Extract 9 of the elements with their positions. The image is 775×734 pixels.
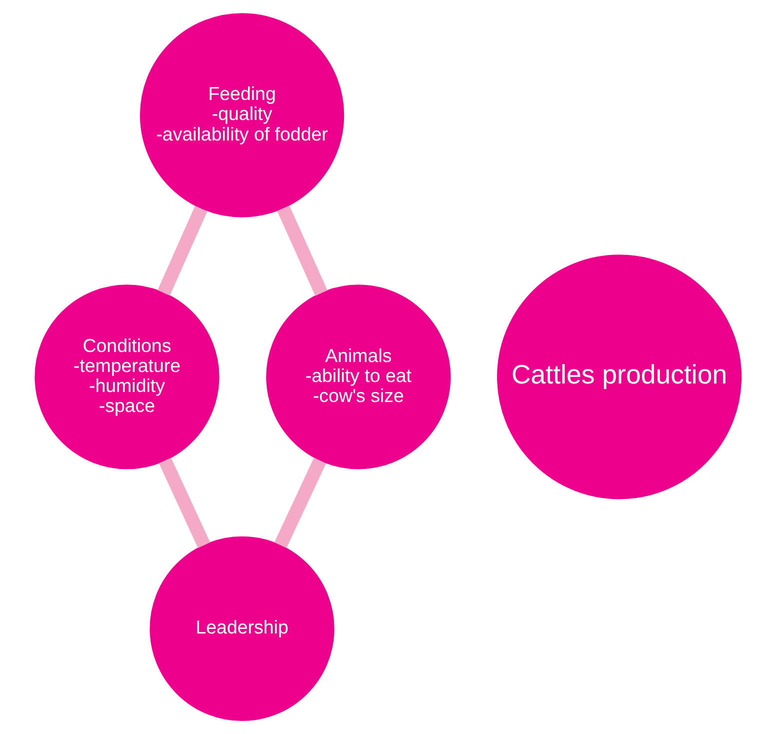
connector [157, 206, 207, 296]
node-circle: Leadership [149, 536, 334, 721]
connector [158, 458, 210, 548]
connector [276, 206, 327, 296]
node-circle: Cattles production [496, 254, 742, 500]
node-circle: Conditions -temperature -humidity -space [34, 284, 219, 470]
node-circle: Feeding -quality -availability of fodder [139, 13, 344, 218]
node-circle: Animals -ability to eat -cow's size [266, 284, 450, 470]
connector [274, 458, 326, 548]
